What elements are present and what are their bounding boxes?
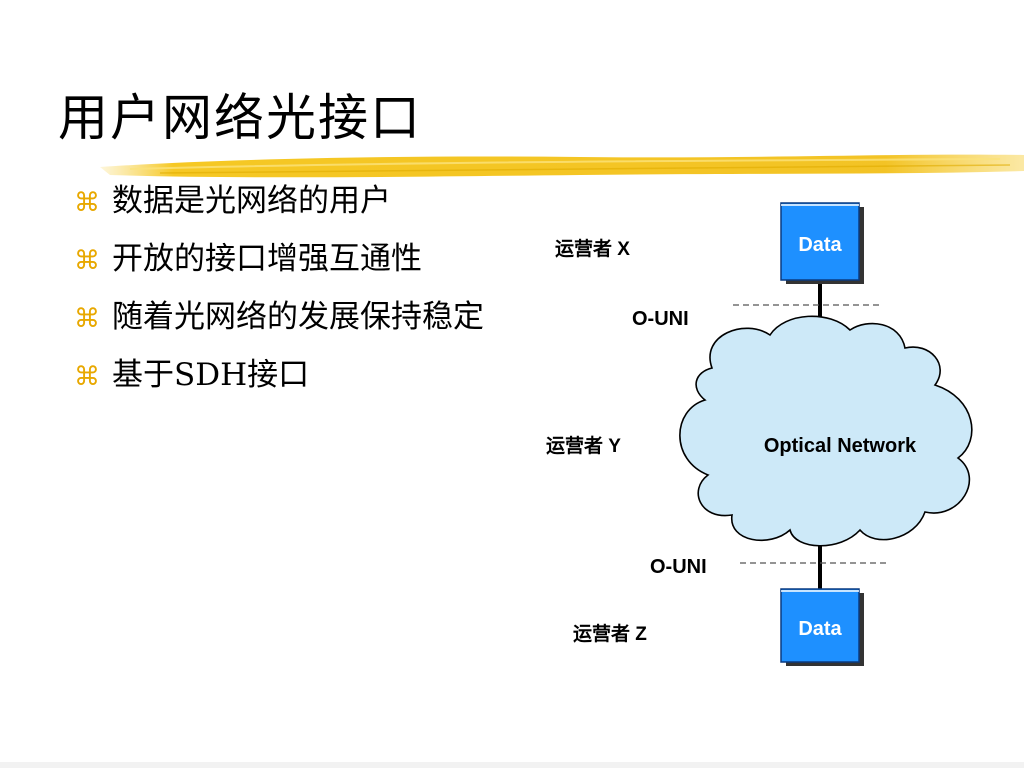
cloud-label: Optical Network xyxy=(764,435,917,457)
bullet-item: ⌘ 数据是光网络的用户 xyxy=(74,178,494,224)
optical-network-cloud xyxy=(679,315,973,547)
bullet-text: 基于SDH接口 xyxy=(112,357,310,393)
command-bullet-icon: ⌘ xyxy=(74,304,100,334)
operator-y-label: 运营者 Y xyxy=(546,434,621,457)
ouni-label-top: O-UNI xyxy=(632,308,689,330)
operator-x-label: 运营者 X xyxy=(555,237,630,260)
data-label-bottom: Data xyxy=(798,618,842,640)
command-bullet-icon: ⌘ xyxy=(74,188,100,218)
bullet-item: ⌘ 开放的接口增强互通性 xyxy=(74,236,494,282)
command-bullet-icon: ⌘ xyxy=(74,246,100,276)
bullet-list: ⌘ 数据是光网络的用户 ⌘ 开放的接口增强互通性 ⌘ 随着光网络的发展保持稳定 … xyxy=(74,178,494,410)
data-box-top xyxy=(780,202,864,284)
command-bullet-icon: ⌘ xyxy=(74,362,100,392)
bullet-item: ⌘ 基于SDH接口 xyxy=(74,352,494,398)
operator-z-label: 运营者 Z xyxy=(573,622,647,645)
ouni-label-bottom: O-UNI xyxy=(650,556,707,578)
slide-title: 用户网络光接口 xyxy=(58,89,422,147)
bullet-text: 数据是光网络的用户 xyxy=(112,183,391,219)
bullet-text: 随着光网络的发展保持稳定 xyxy=(112,299,484,335)
bullet-item: ⌘ 随着光网络的发展保持稳定 xyxy=(74,294,494,340)
data-label-top: Data xyxy=(798,234,842,256)
data-box-bottom xyxy=(780,588,864,666)
bullet-text: 开放的接口增强互通性 xyxy=(112,241,422,277)
highlighter-stroke xyxy=(100,154,1024,178)
footer-bar xyxy=(0,762,1024,768)
